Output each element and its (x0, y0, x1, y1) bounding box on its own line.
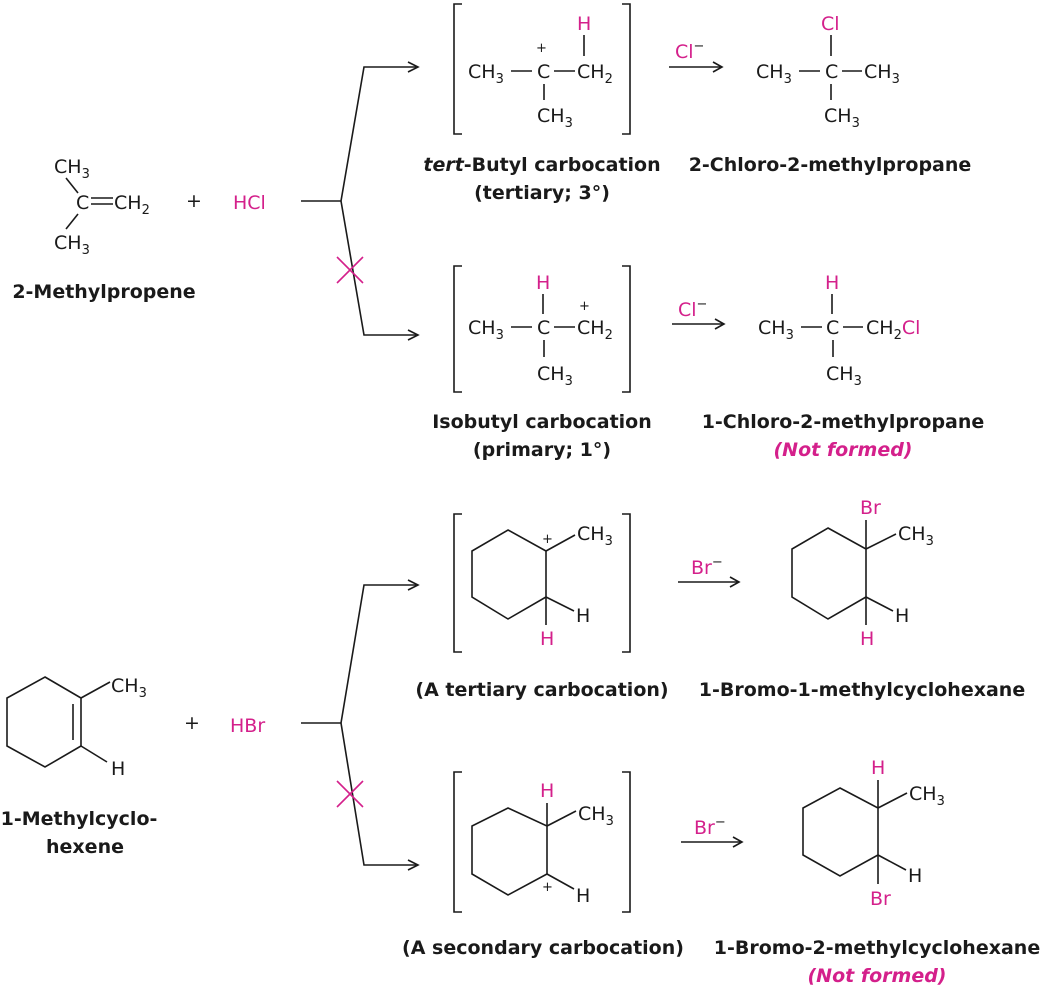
bromo-1-2-label: 1-Bromo-2-methylcyclohexane (714, 937, 1040, 959)
svg-text:+: + (542, 880, 553, 895)
blocked-path-x-icon (336, 256, 364, 284)
svg-text:CH2: CH2 (577, 317, 613, 343)
svg-text:CH2: CH2 (577, 61, 613, 87)
chloro-2-label: 2-Chloro-2-methylpropane (689, 154, 972, 176)
svg-text:CH3: CH3 (468, 317, 504, 343)
svg-text:C: C (537, 317, 550, 339)
svg-text:CH3: CH3 (54, 156, 90, 182)
svg-text:H: H (860, 628, 874, 650)
methylcyclohexene-structure: CH3 H (6, 675, 147, 780)
svg-text:CH3: CH3 (54, 232, 90, 258)
svg-text:H: H (895, 605, 909, 627)
chloro-1-methylpropane-structure: H CH3 C CH2Cl CH3 (758, 272, 920, 389)
svg-text:CH3: CH3 (824, 105, 860, 131)
svg-text:CH3: CH3 (578, 803, 614, 829)
methylcyclohexene-label-1: 1-Methylcyclo- (1, 808, 158, 830)
svg-text:C: C (825, 61, 838, 83)
chloride-arrow-2: Cl− (672, 297, 726, 330)
svg-text:C: C (826, 317, 839, 339)
isobutyl-carbocation: H CH3 C CH2 + CH3 (453, 265, 631, 393)
svg-text:CH3: CH3 (909, 783, 945, 809)
svg-text:CH3: CH3 (826, 363, 862, 389)
svg-text:C: C (537, 61, 550, 83)
svg-text:CH3: CH3 (111, 675, 147, 701)
methylcyclohexene-label-2: hexene (46, 836, 124, 858)
chloride-arrow-1: Cl− (669, 39, 724, 73)
bromide-arrow-2: Br− (681, 815, 744, 848)
svg-text:H: H (536, 272, 550, 294)
svg-text:Br: Br (860, 497, 881, 519)
blocked-path-x-icon-2 (336, 780, 364, 808)
svg-text:Br−: Br− (694, 815, 726, 839)
primary-label: (primary; 1°) (473, 439, 611, 461)
branch-arrows-top (301, 61, 420, 341)
methylpropene-structure: CH3 C CH2 CH3 (54, 156, 150, 258)
tert-butyl-carbocation: CH3 C + CH2 H CH3 (453, 3, 631, 135)
secondary-carbocation: H CH3 + H (453, 771, 631, 913)
svg-text:CH3: CH3 (898, 523, 934, 549)
svg-text:CH3: CH3 (758, 317, 794, 343)
tertiary-carbocation-label: (A tertiary carbocation) (415, 679, 668, 701)
plus-sign: + (186, 190, 202, 212)
bromide-arrow-1: Br− (678, 555, 741, 588)
svg-text:Br: Br (870, 888, 891, 910)
svg-text:CH3: CH3 (577, 523, 613, 549)
tertiary-carbocation: + CH3 H H (453, 513, 631, 653)
svg-text:H: H (576, 605, 590, 627)
bromo-1-1-structure: Br CH3 H H (791, 497, 934, 650)
tertiary-label: (tertiary; 3°) (474, 182, 610, 204)
svg-text:CH3: CH3 (537, 105, 573, 131)
svg-text:Cl−: Cl− (675, 39, 704, 63)
svg-text:H: H (540, 780, 554, 802)
isobutyl-label: Isobutyl carbocation (432, 411, 652, 433)
svg-text:Cl−: Cl− (678, 297, 707, 321)
svg-text:CH3: CH3 (756, 61, 792, 87)
svg-text:CH3: CH3 (864, 61, 900, 87)
svg-text:H: H (576, 885, 590, 907)
svg-text:+: + (542, 532, 553, 547)
svg-text:H: H (111, 758, 125, 780)
svg-text:H: H (577, 13, 591, 35)
branch-arrows-bottom (301, 579, 420, 871)
svg-text:H: H (540, 628, 554, 650)
hcl-reagent: HCl (233, 192, 266, 214)
hbr-reagent: HBr (230, 715, 265, 737)
bromo-1-2-structure: H CH3 H Br (802, 757, 945, 910)
svg-text:H: H (825, 272, 839, 294)
svg-text:CH3: CH3 (468, 61, 504, 87)
svg-text:H: H (871, 757, 885, 779)
svg-text:CH2Cl: CH2Cl (866, 317, 920, 343)
svg-text:Cl: Cl (821, 13, 840, 35)
svg-text:+: + (579, 299, 590, 314)
svg-text:CH3: CH3 (537, 363, 573, 389)
svg-text:H: H (908, 865, 922, 887)
tert-butyl-label: tert-Butyl carbocation (423, 154, 660, 176)
not-formed-label-2: (Not formed) (808, 965, 947, 987)
svg-text:Br−: Br− (691, 555, 723, 579)
methylpropene-label: 2-Methylpropene (12, 281, 195, 303)
svg-text:+: + (536, 41, 547, 56)
chloro-1-label: 1-Chloro-2-methylpropane (702, 411, 985, 433)
not-formed-label-1: (Not formed) (774, 439, 913, 461)
secondary-carbocation-label: (A secondary carbocation) (402, 937, 684, 959)
svg-text:CH2: CH2 (114, 192, 150, 218)
chloro-2-methylpropane-structure: Cl CH3 C CH3 CH3 (756, 13, 900, 131)
svg-text:C: C (76, 192, 89, 214)
plus-sign-2: + (184, 712, 200, 734)
bromo-1-1-label: 1-Bromo-1-methylcyclohexane (699, 679, 1025, 701)
